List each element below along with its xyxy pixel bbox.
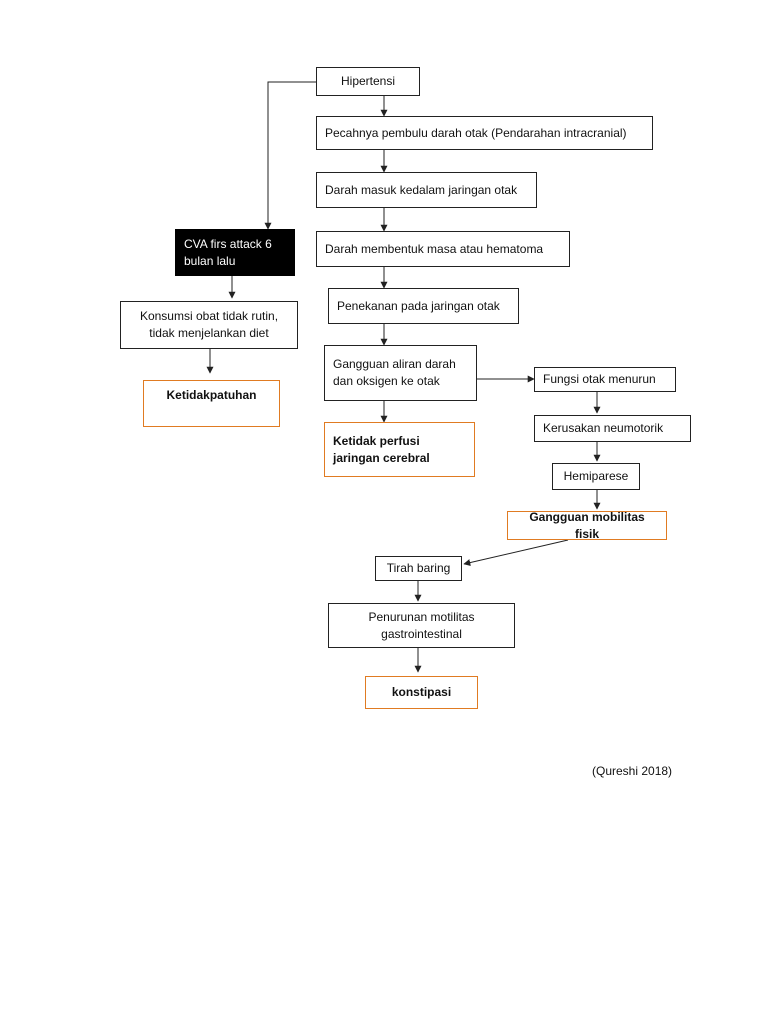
node-pecahnya-label: Pecahnya pembulu darah otak (Pendarahan …: [325, 125, 627, 140]
node-konstipasi-label: konstipasi: [391, 685, 452, 699]
node-pecahnya: Pecahnya pembulu darah otak (Pendarahan …: [316, 116, 653, 150]
node-fungsi-otak-label: Fungsi otak menurun: [543, 372, 656, 386]
citation: (Qureshi 2018): [592, 764, 673, 778]
node-gangguan-aliran-label: Gangguan aliran darah dan oksigen ke ota…: [333, 357, 456, 388]
node-penekanan-label: Penekanan pada jaringan otak: [337, 298, 500, 313]
node-gangguan-mobilitas: Gangguan mobilitas fisik: [507, 509, 667, 541]
node-cva-label: CVA firs attack 6 bulan lalu: [184, 236, 272, 268]
node-cva: CVA firs attack 6 bulan lalu: [175, 229, 295, 276]
node-kerusakan: Kerusakan neumotorik: [534, 415, 691, 442]
node-hipertensi-label: Hipertensi: [340, 74, 396, 88]
node-konstipasi: konstipasi: [365, 676, 478, 709]
node-ketidakpatuhan-label: Ketidakpatuhan: [166, 388, 257, 402]
arrow-hipertensi-cva: [264, 81, 316, 230]
node-ketidak-perfusi-label: Ketidak perfusi jaringan cerebral: [333, 433, 430, 465]
node-darah-masuk: Darah masuk kedalam jaringan otak: [316, 172, 537, 208]
node-penurunan-label: Penurunan motilitas gastrointestinal: [368, 609, 475, 641]
node-penekanan: Penekanan pada jaringan otak: [328, 288, 519, 324]
node-hemiparese: Hemiparese: [552, 463, 640, 490]
node-hemiparese-label: Hemiparese: [563, 469, 629, 483]
node-gangguan-aliran: Gangguan aliran darah dan oksigen ke ota…: [324, 345, 477, 401]
node-kerusakan-label: Kerusakan neumotorik: [543, 421, 664, 435]
node-darah-masuk-label: Darah masuk kedalam jaringan otak: [325, 182, 518, 197]
node-konsumsi-label: Konsumsi obat tidak rutin, tidak menjela…: [139, 309, 279, 340]
node-ketidak-perfusi: Ketidak perfusi jaringan cerebral: [324, 422, 475, 477]
node-fungsi-otak: Fungsi otak menurun: [534, 367, 676, 392]
node-darah-membentuk-label: Darah membentuk masa atau hematoma: [325, 241, 544, 256]
node-penurunan: Penurunan motilitas gastrointestinal: [328, 603, 515, 648]
node-hipertensi: Hipertensi: [316, 67, 420, 96]
node-konsumsi: Konsumsi obat tidak rutin, tidak menjela…: [120, 301, 298, 349]
node-tirah-baring-label: Tirah baring: [386, 561, 451, 575]
node-gangguan-mobilitas-label: Gangguan mobilitas fisik: [529, 509, 645, 541]
node-ketidakpatuhan: Ketidakpatuhan: [143, 380, 280, 427]
arrow-mobilitas-tirah: [463, 539, 569, 566]
node-darah-membentuk: Darah membentuk masa atau hematoma: [316, 231, 570, 267]
node-tirah-baring: Tirah baring: [375, 556, 462, 581]
